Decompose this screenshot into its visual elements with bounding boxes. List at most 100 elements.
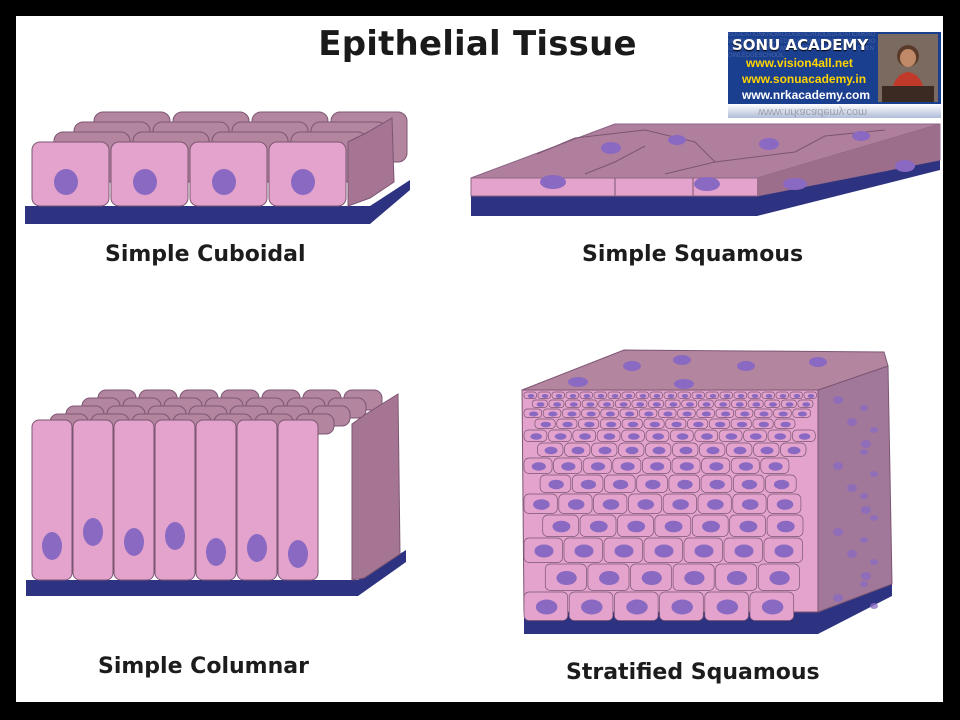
nucleus [679,446,693,455]
nucleus [709,394,717,398]
nucleus [870,603,878,609]
nucleus [663,411,673,417]
nucleus [636,402,645,407]
nucleus [847,484,857,492]
nucleus [895,160,915,172]
nucleus [541,394,549,398]
nucleus [664,520,683,533]
nucleus [625,394,633,398]
nucleus [861,572,871,580]
nucleus [780,421,791,428]
simple-columnar-diagram [26,389,406,596]
nucleus [847,418,857,426]
nucleus [247,534,267,562]
badge-url-3: www.nrkacademy.com [742,88,871,102]
nucleus [569,394,577,398]
nucleus [644,411,654,417]
cell-boundary [584,145,646,175]
nucleus [802,402,811,407]
nucleus [736,421,748,428]
nucleus [605,411,615,417]
nucleus [673,355,691,365]
nucleus [860,581,868,587]
nucleus [749,433,762,440]
nucleus [833,594,843,602]
nucleus [861,440,871,448]
nucleus [554,433,567,440]
nucleus [619,402,628,407]
nucleus [682,411,692,417]
nucleus [833,396,843,404]
nucleus [671,599,693,615]
nucleus [861,506,871,514]
nucleus [693,421,704,428]
nucleus [740,411,750,417]
nucleus [741,479,758,490]
nucleus [709,479,725,490]
nucleus [741,499,759,510]
nucleus [555,394,563,398]
cell-boundary [536,129,716,175]
nucleus [637,499,655,510]
nucleus [627,433,640,440]
nucleus [548,479,564,490]
columnar-cell [236,419,278,581]
nucleus [533,499,550,510]
nucleus [776,499,794,510]
nucleus [768,462,783,471]
nucleus [797,411,807,417]
nucleus [568,377,588,387]
label-simple-columnar: Simple Columnar [98,654,309,679]
nucleus [567,499,585,510]
nucleus [625,446,639,455]
nucleus [586,402,595,407]
nucleus [627,520,646,533]
nucleus [759,411,769,417]
nucleus [652,446,666,455]
nucleus [649,421,660,428]
nucleus [42,532,62,560]
nucleus [694,544,714,558]
nucleus [553,402,562,407]
cuboidal-side [347,117,395,207]
nucleus [540,421,551,428]
nucleus [653,394,661,398]
nucleus [527,394,535,398]
nucleus [759,138,779,150]
simple-squamous-diagram [470,123,941,216]
columnar-cell [31,419,73,581]
nucleus [124,528,144,556]
nucleus [597,394,605,398]
nucleus [695,394,703,398]
nucleus [752,402,761,407]
nucleus [562,421,573,428]
nucleus [569,402,578,407]
nucleus [738,462,754,471]
nucleus [706,446,720,455]
nucleus [774,433,787,440]
label-simple-squamous: Simple Squamous [582,242,804,267]
nucleus [807,394,815,398]
nucleus [735,402,744,407]
nucleus [860,405,868,411]
nucleus [589,520,608,533]
nucleus [602,499,620,510]
nucleus [556,571,577,585]
nucleus [733,446,747,455]
nucleus [650,462,665,471]
nucleus [709,462,724,471]
columnar-cell [195,419,237,581]
label-stratified-squamous: Stratified Squamous [566,660,820,685]
badge-reflection: www.nrkacademy.com [728,104,941,118]
nucleus [787,446,801,455]
nucleus [288,540,308,568]
nucleus [625,411,635,417]
nucleus [725,433,738,440]
nucleus [785,402,794,407]
nucleus [765,394,773,398]
page-title: Epithelial Tissue [318,24,637,64]
nucleus [860,537,868,543]
nucleus [860,449,868,455]
nucleus [684,571,705,585]
nucleus [681,394,689,398]
